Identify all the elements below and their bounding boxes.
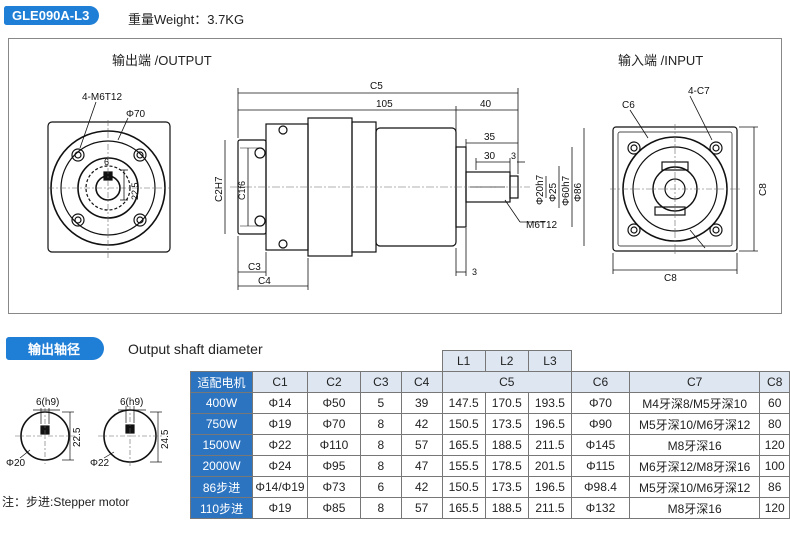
stepper-note: 注：步进:Stepper motor <box>2 495 130 509</box>
c2-dim: C2H7 <box>214 176 225 202</box>
spec-table: L1 L2 L3 适配电机 C1 C2 C3 C4 C5 C6 C7 C8 40… <box>189 350 790 519</box>
table-row: 400W Φ14 Φ50 5 39 147.5 170.5 193.5 Φ70 … <box>189 392 790 414</box>
d3a-dim: 3 <box>511 151 516 161</box>
table-row: 750W Φ19 Φ70 8 42 150.5 173.5 196.5 Φ90 … <box>189 413 790 435</box>
out-bolt-dim: Φ70 <box>126 109 146 120</box>
output-view-label: 输出端 /OUTPUT <box>112 53 212 68</box>
shaft-section-left <box>15 408 75 464</box>
shaft-right-key: 6(h9) <box>120 397 143 408</box>
input-view-dimension-lines <box>612 95 758 274</box>
header-c1: C1 <box>252 371 308 393</box>
shaft-left-height: 22.5 <box>72 427 83 447</box>
in-c8h-dim: C8 <box>664 273 677 284</box>
header-c8: C8 <box>759 371 790 393</box>
header-motor: 适配电机 <box>189 371 254 393</box>
shaft-right-height: 24.5 <box>160 429 171 449</box>
phi25-dim: Φ25 <box>548 182 559 202</box>
weight-label: 重量Weight：3.7KG <box>128 12 245 27</box>
d40-dim: 40 <box>480 99 492 110</box>
shaft-right-dia: Φ22 <box>90 458 110 469</box>
header-c7: C7 <box>628 371 761 393</box>
header-c2: C2 <box>306 371 361 393</box>
d35-dim: 35 <box>484 132 496 143</box>
m6-dim: M6T12 <box>526 220 558 231</box>
shaft-section-badge: 输出轴径 <box>6 337 105 360</box>
drawing-panel <box>8 38 782 314</box>
d105-dim: 105 <box>376 99 393 110</box>
out-holes-dim: 4-M6T12 <box>82 92 122 103</box>
d30-dim: 30 <box>484 151 496 162</box>
shaft-left-key: 6(h9) <box>36 397 59 408</box>
in-c6-dim: C6 <box>622 100 635 111</box>
input-view <box>610 124 740 256</box>
c4-dim: C4 <box>258 276 271 287</box>
d3b-dim: 3 <box>472 267 477 277</box>
l3-header: L3 <box>527 350 573 372</box>
shaft-section-right <box>98 406 162 466</box>
output-view <box>47 101 171 258</box>
table-row: 2000W Φ24 Φ95 8 47 155.5 178.5 201.5 Φ11… <box>189 455 790 477</box>
table-row: 110步进 Φ19 Φ85 8 57 165.5 188.5 211.5 Φ13… <box>189 497 790 519</box>
shaft-section-title: Output shaft diameter <box>128 341 263 357</box>
model-badge: GLE090A-L3 <box>4 6 100 25</box>
out-height-dim: 22.5 <box>130 182 140 200</box>
table-row: 1500W Φ22 Φ110 8 57 165.5 188.5 211.5 Φ1… <box>189 434 790 456</box>
table-header-row: 适配电机 C1 C2 C3 C4 C5 C6 C7 C8 <box>189 371 790 393</box>
l1-header: L1 <box>441 350 486 372</box>
header-c3: C3 <box>359 371 402 393</box>
phi86-dim: Φ86 <box>573 182 584 202</box>
header-c5: C5 <box>441 371 573 393</box>
c3-dim: C3 <box>248 262 261 273</box>
side-view-dimension-lines <box>224 88 585 290</box>
in-c8v-dim: C8 <box>758 183 769 196</box>
l2-header: L2 <box>484 350 529 372</box>
l-header-row: L1 L2 L3 <box>191 350 790 372</box>
shaft-left-dia: Φ20 <box>6 458 26 469</box>
c5-dim: C5 <box>370 81 383 92</box>
phi60-dim: Φ60h7 <box>561 175 572 206</box>
header-c6: C6 <box>571 371 630 393</box>
input-view-label: 输入端 /INPUT <box>618 53 704 68</box>
header-c4: C4 <box>400 371 443 393</box>
phi20-dim: Φ20h7 <box>535 174 546 205</box>
table-row: 86步进 Φ14/Φ19 Φ73 6 42 150.5 173.5 196.5 … <box>189 476 790 498</box>
c1-dim: C1f6 <box>237 181 247 200</box>
out-key-dim: 6 <box>104 157 109 167</box>
in-c7-dim: 4-C7 <box>688 86 710 97</box>
side-view <box>230 117 530 257</box>
